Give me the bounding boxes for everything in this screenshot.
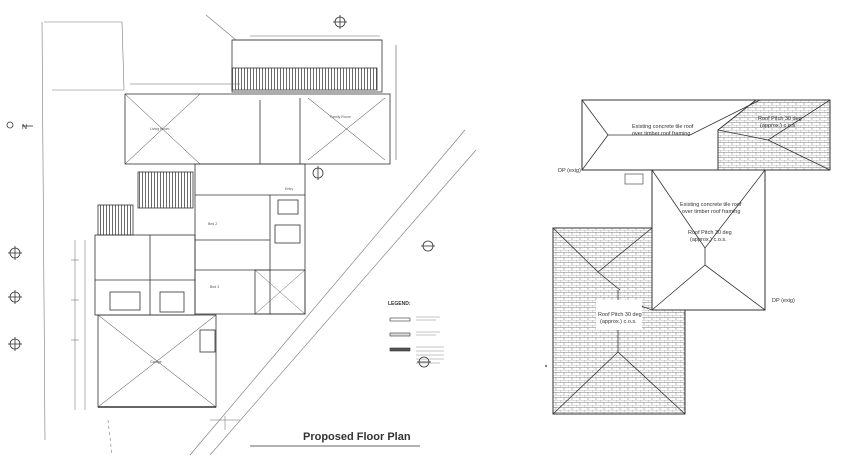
north-arrow-letter: N (22, 124, 27, 131)
roof-label-existing-2a: Existing concrete tile roof (680, 202, 742, 208)
floor-plan: N (6, 14, 477, 456)
roof-label-pitch-top-b: (approx.) c.o.s. (760, 123, 797, 129)
roof-upper-right-tiles (717, 99, 831, 171)
room-label-entry: Entry (285, 187, 293, 191)
roof-label-pitch-mid-b: (approx.) c.o.s. (690, 237, 727, 243)
room-label-bed3: Bed 3 (210, 285, 219, 289)
legend-heading: LEGEND: (388, 301, 411, 307)
legend: LEGEND: (388, 301, 444, 364)
roof-plan: Existing concrete tile roof over timber … (545, 99, 831, 415)
roof-label-existing-1b: over timber roof framing (632, 131, 690, 137)
stair-hatched (137, 171, 194, 209)
dimension-lines (71, 35, 380, 430)
room-label-family: Family Room (330, 115, 351, 119)
roof-label-existing-1a: Existing concrete tile roof (632, 124, 694, 130)
deck-hatched (231, 67, 378, 91)
roof-label-pitch-mid-a: Roof Pitch 30 deg (688, 230, 732, 236)
grid-markers (6, 15, 435, 368)
roof-label-existing-2b: over timber roof framing (682, 209, 740, 215)
room-label-bed2: Bed 2 (208, 222, 217, 226)
roof-label-pitch-low-b: (approx.) c.o.s. (600, 319, 637, 325)
roof-label-dp-right: DP (exig) (772, 298, 795, 304)
roof-label-pitch-top-a: Roof Pitch 30 deg (758, 116, 802, 122)
site-boundary (41, 14, 477, 456)
room-label-garage: Garage (150, 360, 162, 364)
porch-hatched (97, 204, 134, 236)
floor-plan-title: Proposed Floor Plan (303, 431, 411, 443)
roof-label-pitch-low-a: Roof Pitch 30 deg (598, 312, 642, 318)
roof-label-dp-left: DP (exig) (558, 168, 581, 174)
room-label-living: Living Room (150, 127, 170, 131)
